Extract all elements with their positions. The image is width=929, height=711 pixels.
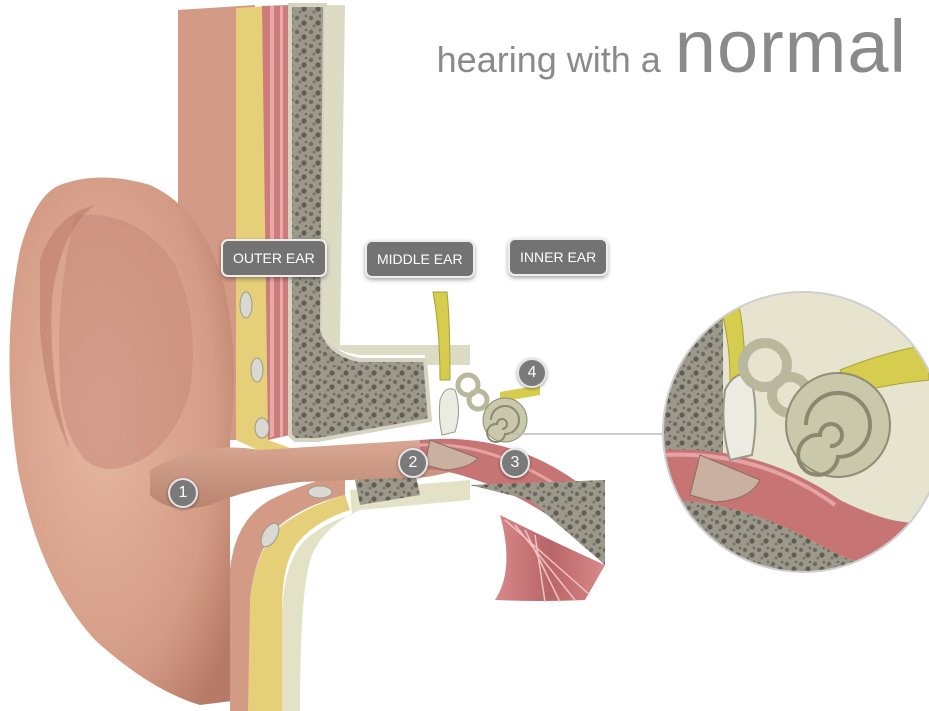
ossicles — [439, 389, 458, 435]
outer-ear-button[interactable]: OUTER EAR — [221, 239, 327, 277]
marker-3[interactable]: 3 — [500, 448, 530, 478]
skull-bone — [290, 5, 430, 440]
title-prefix: hearing with a — [437, 39, 661, 80]
inner-ear-button[interactable]: INNER EAR — [508, 238, 608, 276]
title-emphasis: normal — [675, 5, 907, 88]
marker-2[interactable]: 2 — [398, 448, 428, 478]
nerve — [433, 292, 450, 380]
marker-1[interactable]: 1 — [168, 478, 198, 508]
marker-4[interactable]: 4 — [517, 358, 547, 388]
middle-ear-button[interactable]: MIDDLE EAR — [365, 240, 475, 278]
page-title: hearing with a normal — [437, 4, 907, 89]
